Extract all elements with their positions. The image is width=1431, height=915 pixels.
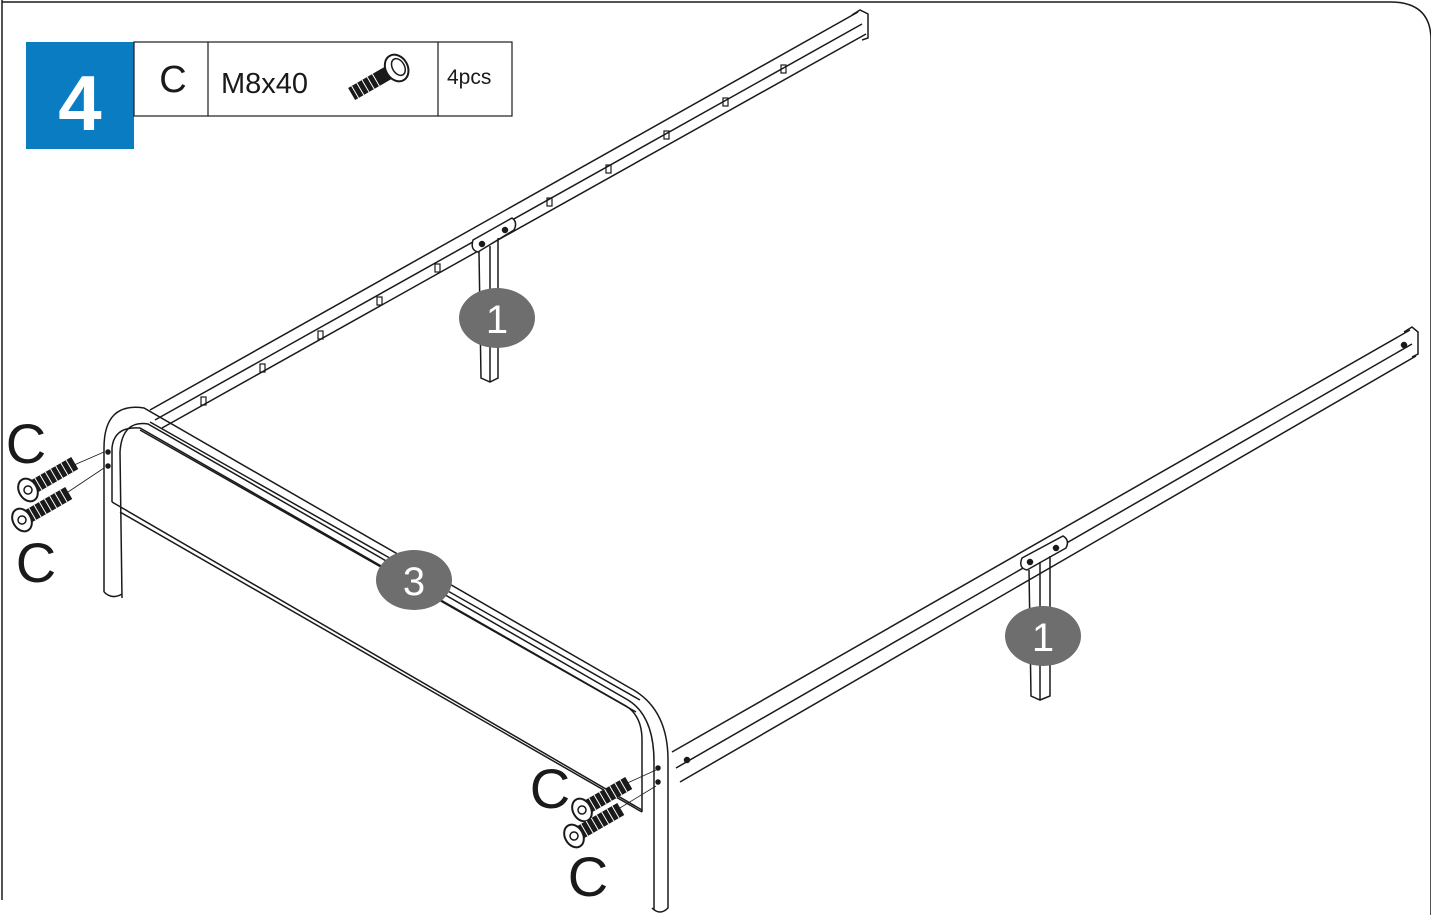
step-number: 4 (58, 59, 101, 147)
hardware-quantity: 4pcs (447, 66, 491, 89)
hardware-code: C (159, 59, 186, 101)
hardware-size: M8x40 (221, 68, 308, 100)
side-rail-right (671, 326, 1419, 783)
callout-left-bottom: C (16, 531, 56, 594)
rail-slots-left (200, 64, 787, 406)
step-header: 4 C M8x40 4pcs (26, 41, 513, 149)
bolt-right-bottom (563, 802, 625, 849)
callout-left-top: C (6, 412, 46, 475)
callout-right-bottom: C (568, 845, 608, 908)
bolt-left-bottom (11, 486, 73, 533)
part-number-rail-right: 1 (1032, 616, 1054, 660)
part-number-rail-left: 1 (486, 298, 508, 342)
part-badge-rail-right: 1 (1005, 606, 1081, 666)
step-number-box (26, 42, 134, 149)
callout-right-top: C (530, 757, 570, 820)
part-badge-rail-left: 1 (459, 288, 535, 348)
hardware-table (133, 41, 513, 117)
side-rail-left (149, 9, 869, 429)
part-badge-footboard: 3 (376, 550, 452, 610)
bolt-left-top (17, 456, 79, 503)
part-number-footboard: 3 (403, 560, 425, 604)
bolt-icon (348, 53, 410, 101)
